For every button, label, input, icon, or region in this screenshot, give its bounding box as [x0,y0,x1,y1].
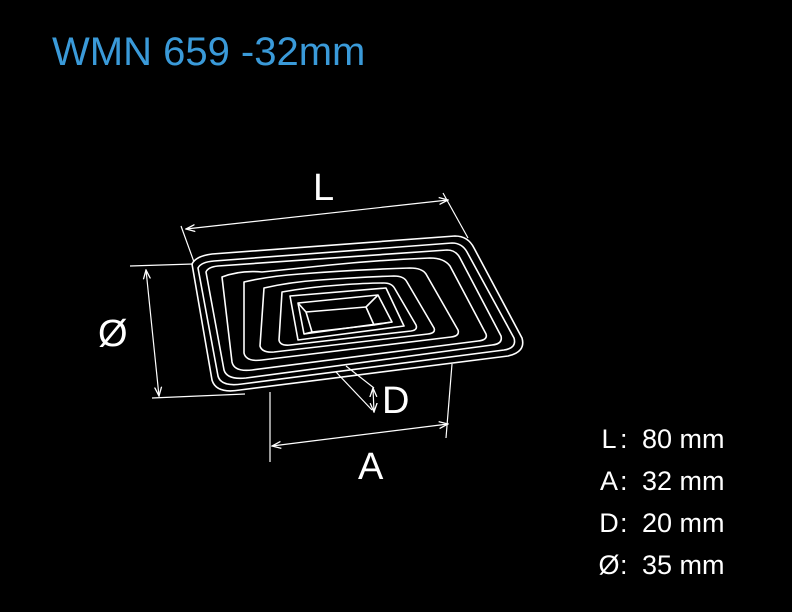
spacing-label: A [358,446,384,488]
spec-key: D [599,508,619,538]
dimension-depth [335,365,375,412]
length-extension-left [180,225,195,263]
handle-pocket-floor [305,306,375,333]
spec-value: 35 mm [642,550,725,580]
spec-row-length: L:80 mm [598,418,725,460]
diameter-label: Ø [98,313,128,355]
depth-dimension-line [373,388,374,412]
dimension-diameter [129,263,246,399]
handle-pocket-corner-4 [303,331,313,335]
spec-row-spacing: A:32 mm [598,460,725,502]
spec-row-diameter: Ø:35 mm [598,544,725,586]
dimension-spacing [269,363,453,462]
spec-value: 20 mm [642,508,725,538]
handle-contour-1 [205,249,503,380]
handle-pocket-corner-2 [365,294,379,308]
spec-value: 32 mm [642,466,725,496]
handle-pocket-corner-1 [297,302,307,313]
handle-rim-inner [197,242,516,386]
spec-colon: : [620,466,628,496]
spec-key: L [601,424,617,454]
depth-label: D [382,380,410,422]
handle-pocket-outer [289,287,405,341]
spec-key: Ø [598,550,620,580]
depth-leader-1 [335,371,373,411]
handle-contour-5 [278,282,418,346]
handle-outer-rim [191,235,524,392]
handle-contour-3 [243,267,460,362]
specifications-list: L:80 mm A:32 mm D:20 mm Ø:35 mm [598,418,725,586]
spec-key: A [599,466,618,496]
spec-row-depth: D:20 mm [598,502,725,544]
handle-outline [191,235,524,392]
handle-contour-2 [221,257,488,372]
depth-leader-2 [345,365,375,389]
handle-pocket-corner-3 [373,321,393,326]
product-title: WMN 659 -32mm [52,30,366,74]
spec-colon: : [620,508,628,538]
spacing-dimension-line [272,424,448,446]
length-label: L [313,167,335,209]
dimension-length [180,192,469,263]
spacing-extension-right [445,363,453,439]
handle-contour-4 [259,275,436,353]
length-dimension-line [186,200,448,229]
spec-colon: : [620,424,628,454]
diameter-extension-top [129,263,194,267]
spec-colon: : [620,550,628,580]
diameter-dimension-line [146,270,159,396]
diameter-extension-bottom [151,393,246,399]
spec-value: 80 mm [642,424,725,454]
